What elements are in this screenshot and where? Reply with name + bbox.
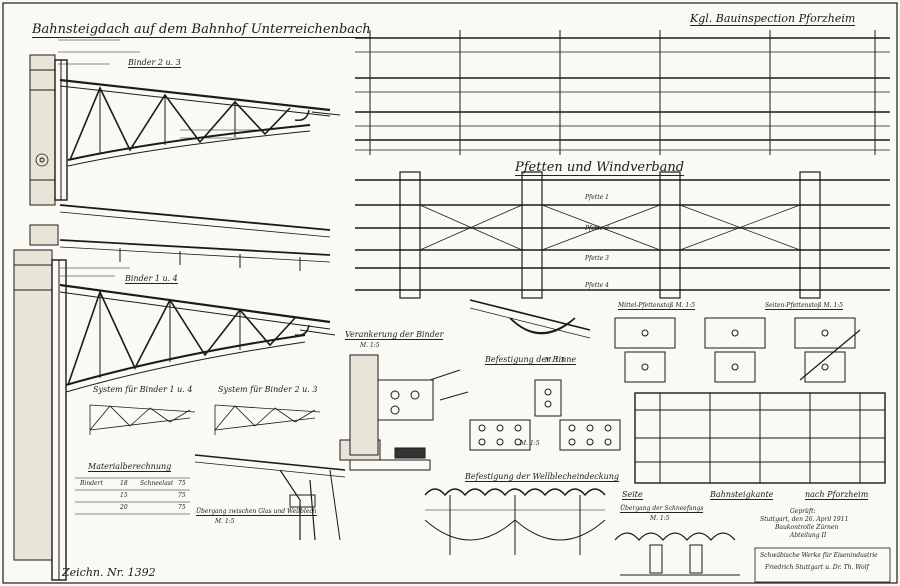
stamp-line-4: Abteilung II — [790, 532, 827, 539]
edge-label-left: Seite — [622, 490, 643, 500]
front-elevation — [634, 392, 886, 484]
office-name: Kgl. Bauinspection Pforzheim — [690, 12, 856, 26]
calc-row-value-2: 75 — [178, 492, 186, 499]
snowguard-detail — [614, 532, 740, 576]
calc-row-label-2: Schneelast — [140, 480, 174, 487]
gutter-scale: M. 1:5 — [545, 357, 565, 364]
purlin-section-left — [29, 204, 331, 271]
gutter-detail — [469, 299, 621, 451]
mid-purlin-joint-label: Mittel-Pfettenstoß M. 1:5 — [618, 302, 696, 310]
calc-row-value: 20 — [120, 504, 128, 511]
system-diagram-2 — [214, 404, 321, 435]
glass-transition-label: Übergang zwischen Glas und Wellblech — [196, 508, 317, 516]
edge-label-right: nach Pforzheim — [805, 490, 869, 500]
drawing-title: Bahnsteigdach auf dem Bahnhof Unterreich… — [32, 22, 371, 38]
glass-transition-scale: M. 1:5 — [215, 518, 235, 525]
purlins-heading: Pfetten und Windverband — [515, 160, 685, 176]
calc-row-value-2: 75 — [178, 504, 186, 511]
calc-row-value: 15 — [120, 492, 128, 499]
drawing-number: Zeichn. Nr. 1392 — [62, 566, 156, 579]
purlin-label-2: Pfette 2 — [585, 225, 609, 232]
purlin-label-1: Pfette 1 — [585, 194, 609, 201]
corrugated-sheet — [424, 488, 606, 555]
detail-scale-label: M. 1:5 — [520, 440, 540, 447]
purlin-label-4: Pfette 4 — [585, 282, 609, 289]
truss-binder-2-3 — [29, 39, 341, 206]
gutter-heading: Befestigung der Rinne — [485, 355, 577, 365]
side-purlin-joint-label: Seiten-Pfettenstoß M. 1:5 — [765, 302, 844, 310]
binder-top-label: Binder 2 u. 3 — [128, 58, 181, 68]
maker-line-1: Schwäbische Werke für Eisenindustrie — [760, 552, 878, 559]
anchor-heading: Verankerung der Binder — [345, 330, 444, 340]
edge-label-mid: Bahnsteigkante — [710, 490, 774, 500]
stamp-line-2: Stuttgart, den 26. April 1911 — [760, 516, 849, 523]
system-label-1: System für Binder 1 u. 4 — [93, 385, 193, 394]
calc-row-value: 18 — [120, 480, 128, 487]
maker-box — [754, 547, 891, 583]
calc-table — [75, 477, 190, 515]
purlin-joint-details — [614, 317, 861, 383]
corrugated-heading: Befestigung der Wellblecheindeckung — [465, 472, 620, 482]
system-diagram-1 — [89, 404, 196, 435]
calc-heading: Materialberechnung — [88, 462, 172, 472]
system-label-2: System für Binder 2 u. 3 — [218, 385, 318, 394]
snowguard-scale: M. 1:5 — [650, 515, 670, 522]
truss-binder-1-4 — [13, 249, 336, 581]
anchor-detail — [349, 354, 469, 471]
purlin-wind-bracing-plan — [355, 171, 890, 299]
purlin-label-3: Pfette 3 — [585, 255, 609, 262]
stamp-line-1: Geprüft: — [790, 508, 816, 515]
binder-bottom-label: Binder 1 u. 4 — [125, 274, 178, 284]
calc-row-label: Bindert — [80, 480, 103, 487]
anchor-scale: M. 1:5 — [360, 342, 380, 349]
snowguard-heading: Übergang der Schneefangs — [620, 505, 704, 513]
maker-line-2: Friedrich Stuttgart u. Dr. Th. Wolf — [765, 564, 869, 571]
calc-row-value-2: 75 — [178, 480, 186, 487]
purlin-elevation-top — [355, 30, 890, 155]
stamp-line-3: Baukontrolle Zürnen — [775, 524, 839, 531]
